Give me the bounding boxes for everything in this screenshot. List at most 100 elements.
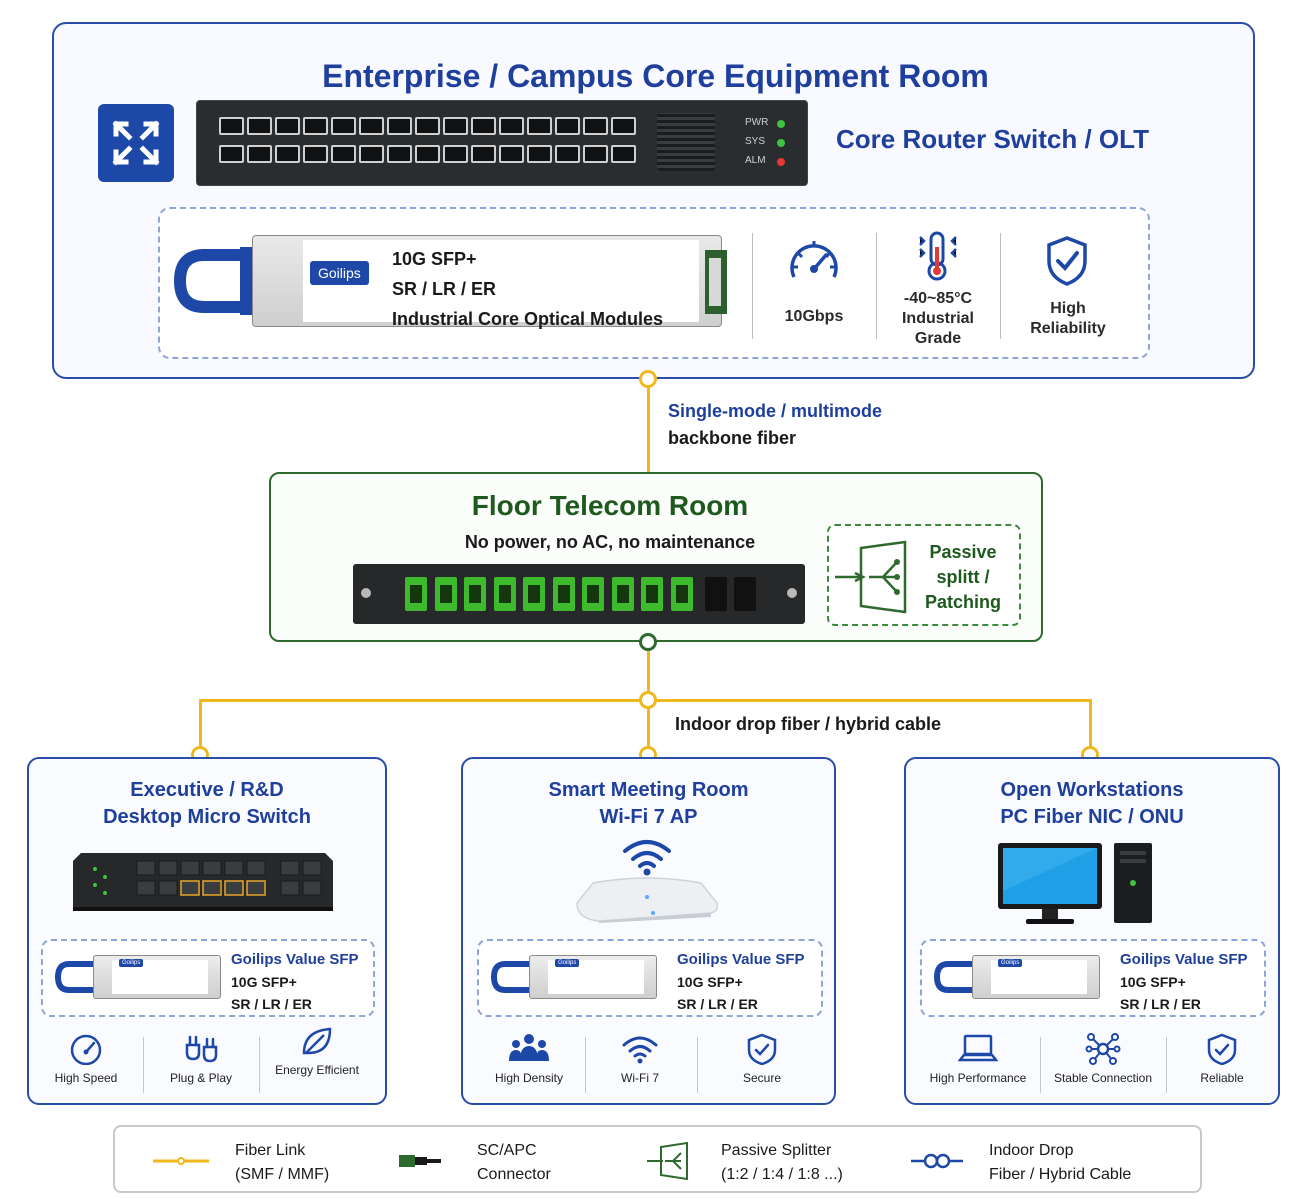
card-feature-energy: Energy Efficient xyxy=(269,1025,365,1078)
plug-icon xyxy=(185,1035,218,1063)
switch-port xyxy=(219,117,244,135)
feature-label: Wi-Fi 7 xyxy=(621,1071,659,1085)
core-router-switch: PWR SYS ALM xyxy=(196,100,808,186)
sfp-line-2: SR / LR / ER xyxy=(392,279,497,299)
legend-line2: Fiber / Hybrid Cable xyxy=(989,1166,1132,1183)
splitter-label: Passive splitt / Patching xyxy=(924,542,1001,612)
switch-port xyxy=(611,117,636,135)
switch-port xyxy=(583,145,608,163)
legend-line1: Indoor Drop xyxy=(989,1142,1074,1159)
blank-port xyxy=(734,577,756,611)
switch-port xyxy=(415,145,440,163)
led-alm xyxy=(777,158,785,166)
switch-port xyxy=(387,145,412,163)
mini-sfp-brand: Goilips xyxy=(119,959,144,967)
legend-item-passive-splitter: Passive Splitter (1:2 / 1:4 / 1:8 ...) xyxy=(721,1139,843,1187)
card-feature-high-speed: High Speed xyxy=(39,1033,133,1086)
switch-port xyxy=(275,117,300,135)
card-sfp-line1: Goilips Value SFP xyxy=(1120,951,1248,968)
card-sfp-line1: Goilips Value SFP xyxy=(677,951,805,968)
sfp-label xyxy=(303,240,699,322)
divider xyxy=(752,233,753,339)
desktop-micro-switch-image xyxy=(73,853,333,911)
legend-line1: Passive Splitter xyxy=(721,1142,832,1159)
indoor-drop-icon xyxy=(911,1153,963,1169)
divider xyxy=(143,1037,144,1093)
switch-port xyxy=(555,117,580,135)
sc-apc-adapter xyxy=(523,577,545,611)
led-label-sys: SYS xyxy=(745,136,766,147)
port-row-bottom xyxy=(219,145,636,163)
legend: Fiber Link (SMF / MMF) SC/APC Connector … xyxy=(113,1125,1202,1193)
card-feature-wifi7: Wi-Fi 7 xyxy=(595,1033,685,1086)
mini-sfp-module: Goilips xyxy=(934,953,1102,1001)
legend-item-sc-apc: SC/APC Connector xyxy=(477,1139,551,1187)
expand-arrows-icon xyxy=(98,104,174,182)
card-title: Executive / R&D Desktop Micro Switch xyxy=(29,777,385,831)
card-title: Open Workstations PC Fiber NIC / ONU xyxy=(906,777,1278,831)
blank-port xyxy=(705,577,727,611)
backbone-label-line1: Single-mode / multimode xyxy=(668,401,883,421)
feature-label-reliability: High Reliability xyxy=(1030,300,1106,337)
card-feature-secure: Secure xyxy=(707,1033,817,1086)
sc-apc-adapter xyxy=(493,577,516,611)
sc-apc-adapter xyxy=(611,577,634,611)
switch-port xyxy=(471,117,496,135)
sc-apc-adapter xyxy=(582,577,604,611)
feature-label-temperature: -40~85°C Industrial Grade xyxy=(901,290,974,347)
sc-apc-adapter xyxy=(670,577,693,611)
sfp-pull-tab-icon xyxy=(55,961,95,993)
core-room-title: Enterprise / Campus Core Equipment Room xyxy=(322,58,989,94)
sc-apc-adapter xyxy=(641,577,663,611)
feature-label: Plug & Play xyxy=(169,1071,233,1085)
sfp-module: Goilips 10G SFP+ SR / LR / ER Industrial… xyxy=(174,231,730,331)
card-title-line2: PC Fiber NIC / ONU xyxy=(1000,806,1184,828)
divider xyxy=(585,1037,586,1093)
switch-port xyxy=(387,117,412,135)
sc-apc-adapter xyxy=(434,577,457,611)
switch-port xyxy=(247,145,272,163)
card-title-line2: Desktop Micro Switch xyxy=(103,806,311,828)
led-pwr xyxy=(777,120,785,128)
card-sfp-text: Goilips Value SFP 10G SFP+ SR / LR / ER xyxy=(231,949,359,1015)
switch-port xyxy=(359,145,384,163)
switch-port xyxy=(359,117,384,135)
drop-fiber-branch-left xyxy=(199,699,202,749)
legend-item-fiber-link: Fiber Link (SMF / MMF) xyxy=(235,1139,329,1187)
feature-label: Stable Connection xyxy=(1053,1071,1153,1085)
divider xyxy=(697,1037,698,1093)
led-sys xyxy=(777,139,785,147)
card-feature-high-density: High Density xyxy=(479,1033,579,1086)
sfp-line-1: 10G SFP+ xyxy=(392,249,477,269)
drop-fiber-branch-right xyxy=(1089,699,1092,749)
switch-port xyxy=(219,145,244,163)
switch-port xyxy=(443,117,468,135)
feature-label: Reliable xyxy=(1200,1071,1244,1085)
feature-label: High Speed xyxy=(54,1071,118,1085)
switch-port xyxy=(303,117,328,135)
feature-label-10gbps: 10Gbps xyxy=(784,308,844,325)
legend-line2: Connector xyxy=(477,1166,551,1183)
mini-sfp-brand: Goilips xyxy=(998,959,1023,967)
core-equipment-room: Enterprise / Campus Core Equipment Room … xyxy=(52,22,1255,379)
switch-port xyxy=(527,117,552,135)
floor-room-title: Floor Telecom Room xyxy=(471,490,749,521)
floor-room-subtitle: No power, no AC, no maintenance xyxy=(464,532,756,552)
card-sfp-line3: SR / LR / ER xyxy=(1120,996,1201,1012)
passive-splitter-icon xyxy=(835,540,907,614)
switch-port xyxy=(415,117,440,135)
sfp-pull-tab-icon xyxy=(934,961,974,993)
switch-port xyxy=(331,117,356,135)
speedometer-icon xyxy=(70,1034,102,1065)
card-smart-meeting: Smart Meeting Room Wi-Fi 7 AP Goilips Go… xyxy=(461,757,836,1105)
backbone-fiber-line xyxy=(647,379,650,472)
switch-port xyxy=(331,145,356,163)
card-open-workstations: Open Workstations PC Fiber NIC / ONU Goi… xyxy=(904,757,1280,1105)
divider xyxy=(876,233,877,339)
switch-port xyxy=(499,117,524,135)
floor-telecom-room: Floor Telecom Room No power, no AC, no m… xyxy=(269,472,1043,642)
mini-sfp-body xyxy=(529,955,657,999)
card-sfp-line2: 10G SFP+ xyxy=(231,974,297,990)
switch-vent xyxy=(657,113,715,171)
fiber-node xyxy=(639,370,657,388)
